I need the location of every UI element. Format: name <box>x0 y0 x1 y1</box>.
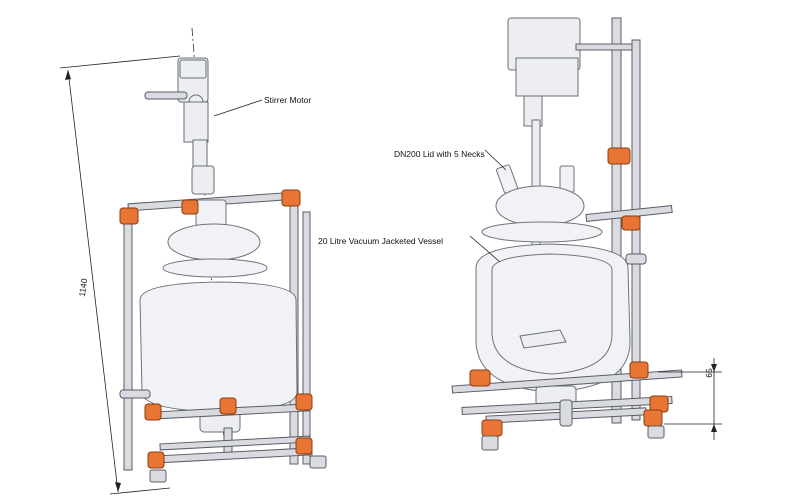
shaft-seal <box>191 165 215 195</box>
section-view: 65 DN200 Lid with 5 Necks 20 Litre Vacuu… <box>318 17 722 451</box>
foot <box>149 469 167 483</box>
vessel-body <box>139 281 298 413</box>
jacket-connector <box>625 253 647 265</box>
vessel-inner <box>491 253 613 375</box>
motor-column <box>183 101 209 143</box>
clamp <box>119 207 139 225</box>
motor-arm <box>575 43 633 51</box>
clearance-dimension: 65 <box>658 358 722 440</box>
base-rail-left <box>451 369 683 394</box>
motor-mount-box <box>515 57 579 97</box>
stirrer-motor-head <box>179 59 207 79</box>
clearance-value: 65 <box>704 368 714 378</box>
clamp <box>295 437 313 455</box>
vessel-lid <box>495 185 585 227</box>
clamp <box>144 403 162 421</box>
clamp <box>281 189 301 207</box>
clamp <box>643 409 663 427</box>
shaft-coupling <box>192 139 208 169</box>
clamp <box>469 369 491 387</box>
vessel-outlet-pipe <box>119 389 151 399</box>
stirrer-motor-label: Stirrer Motor <box>264 95 311 105</box>
lid-flange <box>481 221 603 243</box>
clamp <box>481 419 503 437</box>
clamp <box>621 215 641 231</box>
stirrer-motor-leader <box>213 99 263 117</box>
foot <box>309 455 327 469</box>
impeller <box>519 329 567 349</box>
clamp <box>219 397 237 415</box>
foot <box>481 435 499 451</box>
clamp <box>295 393 313 411</box>
vessel-leader <box>469 235 501 263</box>
foot <box>647 425 665 439</box>
front-view: 1140 <box>59 27 327 495</box>
frame-post-mid <box>302 211 311 465</box>
base-pipe <box>559 399 573 427</box>
height-dimension: 1140 <box>59 55 181 495</box>
lid-label: DN200 Lid with 5 Necks <box>394 149 485 159</box>
clamp <box>181 199 199 215</box>
lid-neck <box>559 165 575 193</box>
vessel-lid <box>167 223 261 261</box>
clamp <box>147 451 165 469</box>
clamp <box>629 361 649 379</box>
lid-flange <box>162 258 268 278</box>
base-rail-back <box>159 435 311 451</box>
frame-post-left <box>123 211 133 471</box>
motor-side-handle <box>144 91 188 100</box>
height-value: 1140 <box>77 278 89 298</box>
lid-leader <box>484 149 507 171</box>
lid-necks <box>195 199 227 227</box>
clamp <box>607 147 631 165</box>
support-pole <box>611 17 622 424</box>
vessel-label: 20 Litre Vacuum Jacketed Vessel <box>318 236 443 246</box>
